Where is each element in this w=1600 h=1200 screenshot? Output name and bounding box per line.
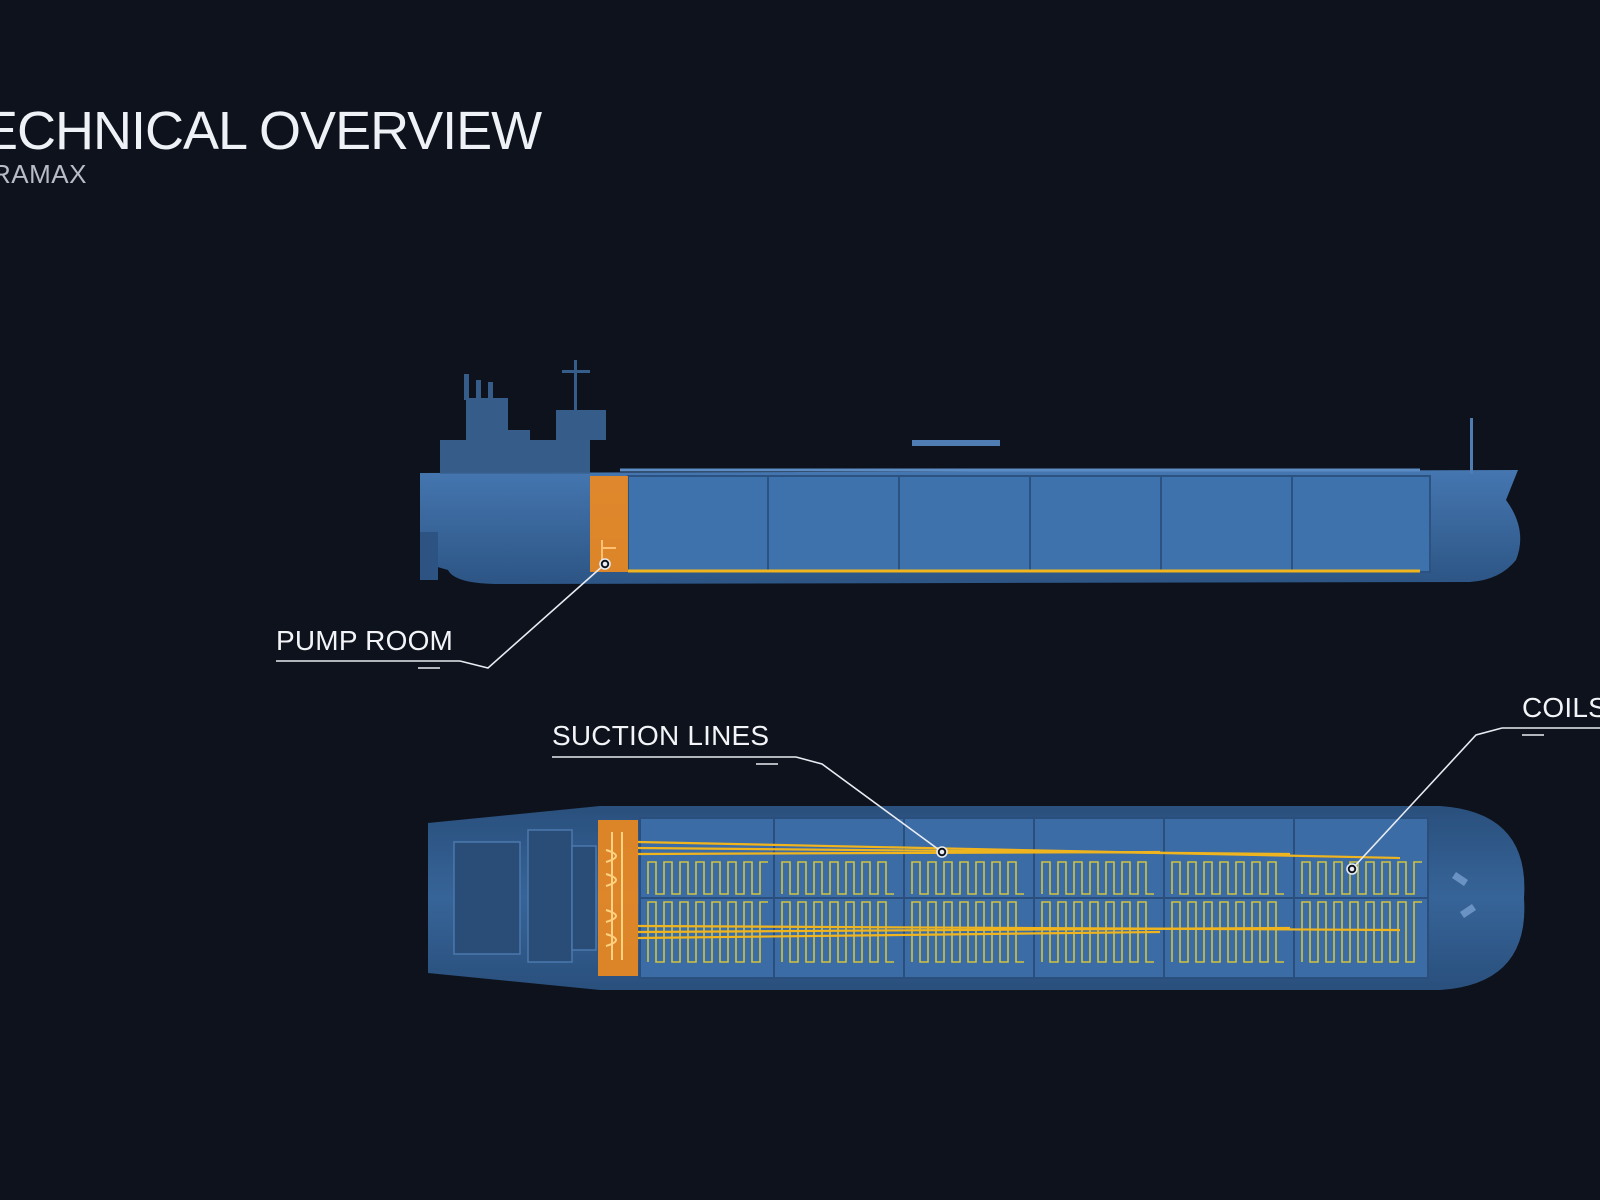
bow-fittings — [1452, 872, 1476, 918]
page-subtitle: RAMAX — [0, 159, 87, 189]
coils-label: COILS — [1522, 692, 1600, 723]
coil-segment — [647, 861, 768, 895]
plan-view-ship — [428, 806, 1525, 990]
cargo-tanks-side — [627, 475, 1431, 573]
pump-room-manifold — [605, 832, 623, 960]
callout-suction-lines — [552, 756, 948, 858]
suction-lines-label: SUCTION LINES — [552, 720, 770, 751]
pump-room-label: PUMP ROOM — [276, 625, 454, 656]
page-title: ECHNICAL OVERVIEW — [0, 101, 542, 161]
pump-room-plan — [598, 820, 638, 976]
deck-crane — [912, 440, 1000, 446]
heating-coils — [647, 861, 1422, 963]
coil-segment — [647, 901, 768, 963]
coil-segment — [781, 901, 894, 963]
rudder — [420, 532, 438, 580]
side-view-ship — [420, 360, 1521, 584]
coil-segment — [1041, 861, 1154, 895]
callout-coils — [1346, 727, 1600, 875]
superstructure — [440, 360, 606, 474]
suction-lines-plan — [637, 840, 1401, 940]
coil-segment — [781, 861, 894, 895]
bow-mast — [1470, 418, 1473, 474]
coil-segment — [1171, 861, 1284, 895]
coil-segment — [1301, 861, 1422, 895]
coil-segment — [911, 901, 1024, 963]
callout-pump-room — [276, 558, 611, 669]
cargo-tanks-plan — [639, 817, 1429, 979]
coil-segment — [1171, 901, 1284, 963]
coil-segment — [1301, 901, 1422, 963]
coil-segment — [911, 861, 1024, 895]
pump-room-side — [590, 476, 628, 572]
engine-room — [453, 829, 597, 963]
pump-room-piping — [601, 540, 616, 562]
coil-segment — [1041, 901, 1154, 963]
